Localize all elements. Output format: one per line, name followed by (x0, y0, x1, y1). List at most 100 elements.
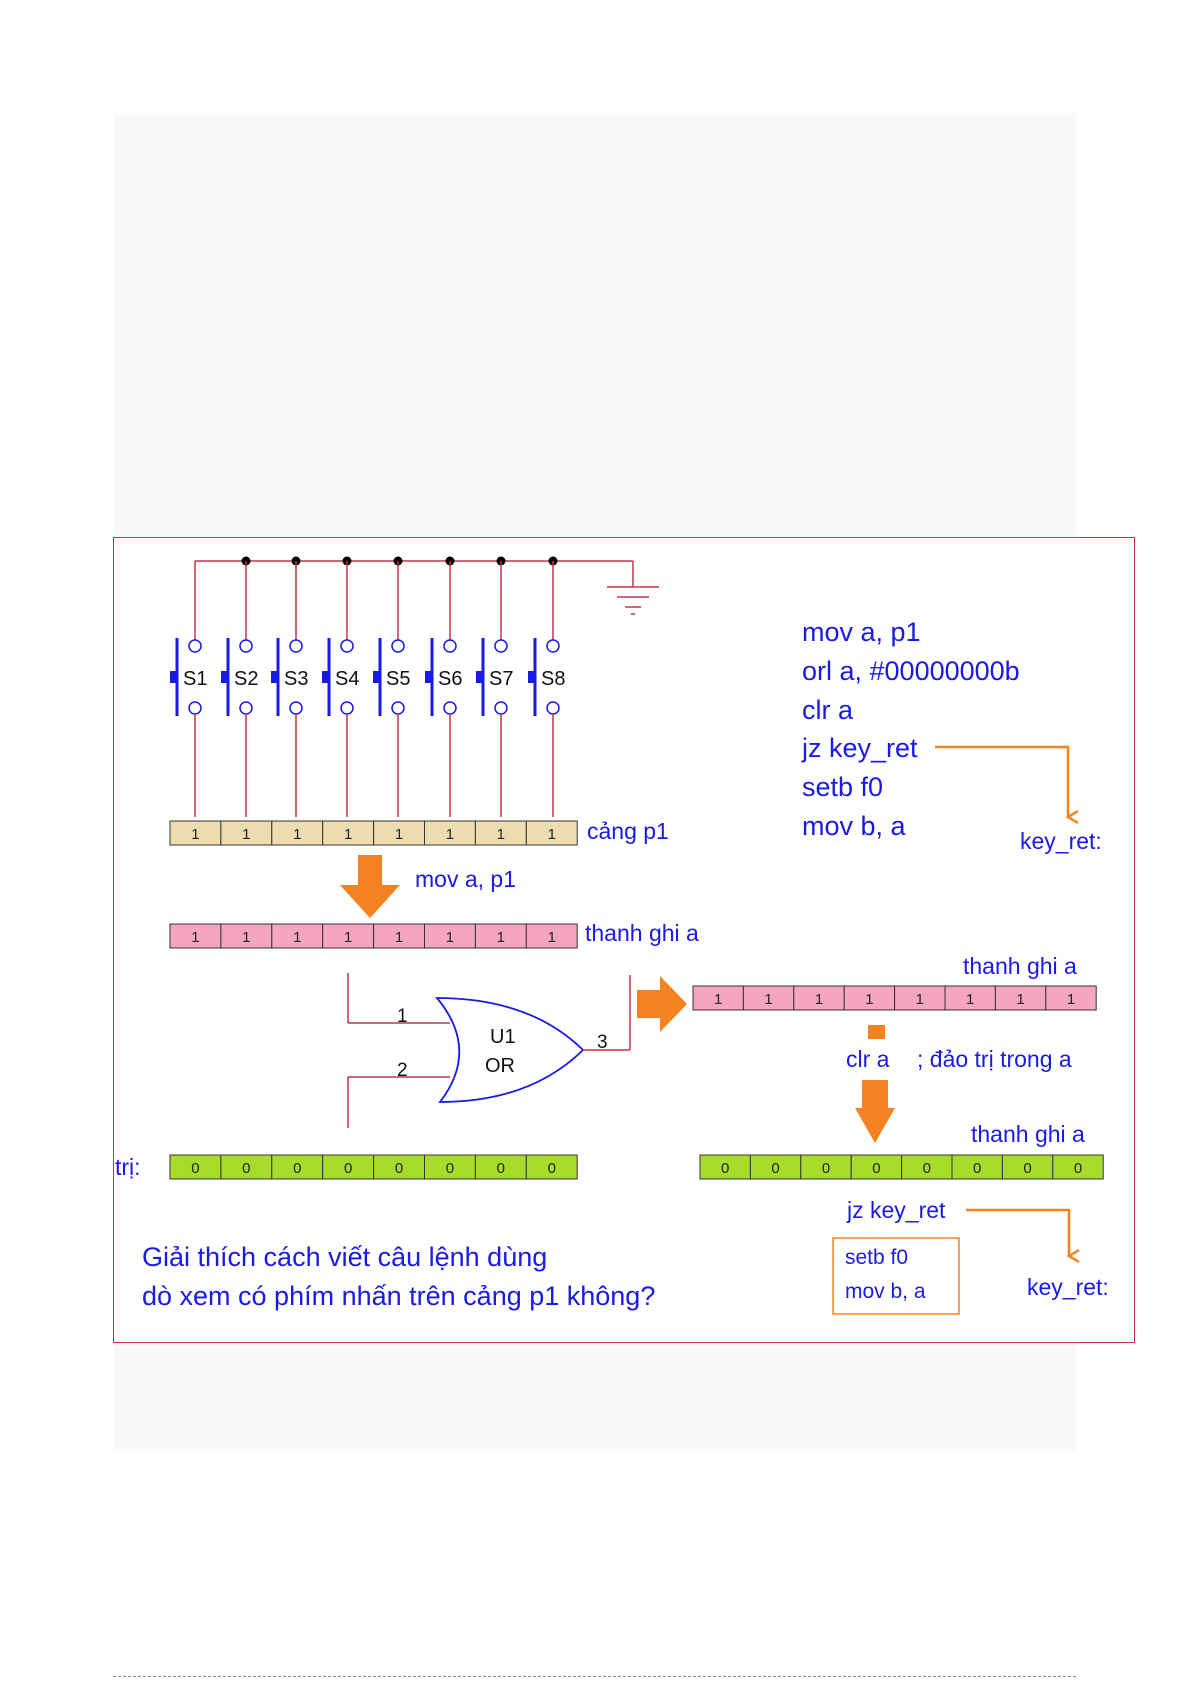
bit-value: 1 (293, 929, 301, 946)
switch-s1: S1 (170, 561, 207, 817)
bit-cell (169, 1154, 222, 1180)
bit-value: 1 (548, 929, 556, 946)
gate-pin-3: 3 (597, 1032, 608, 1053)
instruction-box (832, 1237, 960, 1315)
bit-cell (749, 1154, 802, 1180)
switch-label: S4 (335, 668, 359, 690)
bit-cell (474, 1154, 527, 1180)
clr-label: clr a (846, 1046, 890, 1072)
bit-cell (474, 820, 527, 846)
bit-cell (1045, 985, 1097, 1011)
bit-cell (800, 1154, 852, 1180)
box-line-1: setb f0 (845, 1246, 908, 1269)
bit-value: 1 (497, 826, 505, 843)
switch-s6: S6 (425, 556, 462, 817)
bit-value: 0 (242, 1160, 250, 1177)
bit-value: 1 (497, 929, 505, 946)
bit-cell (994, 985, 1047, 1011)
bit-value: 0 (721, 1160, 729, 1177)
switch-s2: S2 (221, 556, 258, 817)
bit-cell (271, 923, 324, 949)
bit-value: 1 (395, 826, 403, 843)
reg-row2-label: thanh ghi a (963, 953, 1077, 979)
bit-value: 0 (293, 1160, 301, 1177)
switches-group: S1 S2 S3 S4 S5 S6 S7 S8 (170, 556, 565, 817)
switch-s7: S7 (476, 556, 513, 817)
bit-cell (901, 1154, 953, 1180)
bit-cell (220, 923, 273, 949)
switch-label: S8 (541, 668, 565, 690)
switch-s4: S4 (322, 556, 359, 817)
switch-label: S6 (438, 668, 462, 690)
bit-cell (793, 985, 845, 1011)
bit-value: 1 (395, 929, 403, 946)
bit-value: 0 (973, 1160, 981, 1177)
right-arrow-icon (637, 976, 687, 1032)
bit-cell (322, 923, 375, 949)
switch-label: S1 (183, 668, 207, 690)
bit-value: 0 (923, 1160, 931, 1177)
bit-value: 0 (344, 1160, 352, 1177)
bit-cell (220, 820, 273, 846)
bit-value: 0 (1023, 1160, 1031, 1177)
port-row-label: cảng p1 (587, 818, 669, 844)
reg-row1-label: thanh ghi a (585, 920, 699, 946)
bit-value: 0 (771, 1160, 779, 1177)
gate-name: U1 (490, 1026, 516, 1048)
value-row-label: trị: (115, 1154, 141, 1180)
bit-value: 1 (1067, 991, 1075, 1008)
bit-value: 1 (191, 826, 199, 843)
bit-value: 0 (548, 1160, 556, 1177)
reg-row3-label: thanh ghi a (971, 1121, 1085, 1147)
bit-value: 1 (815, 991, 823, 1008)
question-line-1: Giải thích cách viết câu lệnh dùng (142, 1242, 547, 1272)
bit-value: 1 (242, 929, 250, 946)
gate-type: OR (485, 1055, 515, 1077)
bit-value: 1 (714, 991, 722, 1008)
bit-value: 1 (344, 929, 352, 946)
switch-label: S5 (386, 668, 410, 690)
bit-value: 1 (548, 826, 556, 843)
bit-value: 0 (497, 1160, 505, 1177)
question-line-2: dò xem có phím nhấn trên cảng p1 không? (142, 1281, 655, 1311)
down-arrow-icon (340, 855, 400, 918)
bit-value: 1 (1016, 991, 1024, 1008)
or-gate: 1 2 3 U1 OR (347, 973, 631, 1128)
bit-value: 1 (966, 991, 974, 1008)
bit-value: 1 (916, 991, 924, 1008)
bit-value: 0 (191, 1160, 199, 1177)
switch-s5: S5 (373, 556, 410, 817)
key-ret-label-top: key_ret: (1020, 828, 1102, 854)
bit-value: 0 (395, 1160, 403, 1177)
switch-label: S2 (234, 668, 258, 690)
gate-pin-1: 1 (397, 1006, 408, 1027)
bit-cell (525, 820, 578, 846)
bit-cell (424, 820, 476, 846)
bit-cell (322, 1154, 375, 1180)
bit-cell (692, 985, 744, 1011)
code-line: jz key_ret (801, 733, 918, 763)
code-line: orl a, #00000000b (802, 656, 1020, 686)
bit-value: 1 (293, 826, 301, 843)
switch-label: S7 (489, 668, 513, 690)
bit-cell (699, 1154, 751, 1180)
bit-cell (169, 820, 222, 846)
jz-label: jz key_ret (846, 1197, 946, 1223)
bit-value: 0 (1074, 1160, 1082, 1177)
bit-cell (1052, 1154, 1104, 1180)
clr-comment: ; đảo trị trong a (917, 1046, 1072, 1072)
switch-s3: S3 (271, 556, 308, 817)
bit-cell (1001, 1154, 1054, 1180)
bit-cell (525, 923, 578, 949)
jz-arrow-top (935, 745, 1068, 817)
code-line: clr a (802, 695, 854, 725)
bit-cell (525, 1154, 578, 1180)
bit-cell (742, 985, 795, 1011)
bit-cell (474, 923, 527, 949)
bit-cell (424, 1154, 476, 1180)
bit-value: 1 (865, 991, 873, 1008)
bit-cell (894, 985, 946, 1011)
